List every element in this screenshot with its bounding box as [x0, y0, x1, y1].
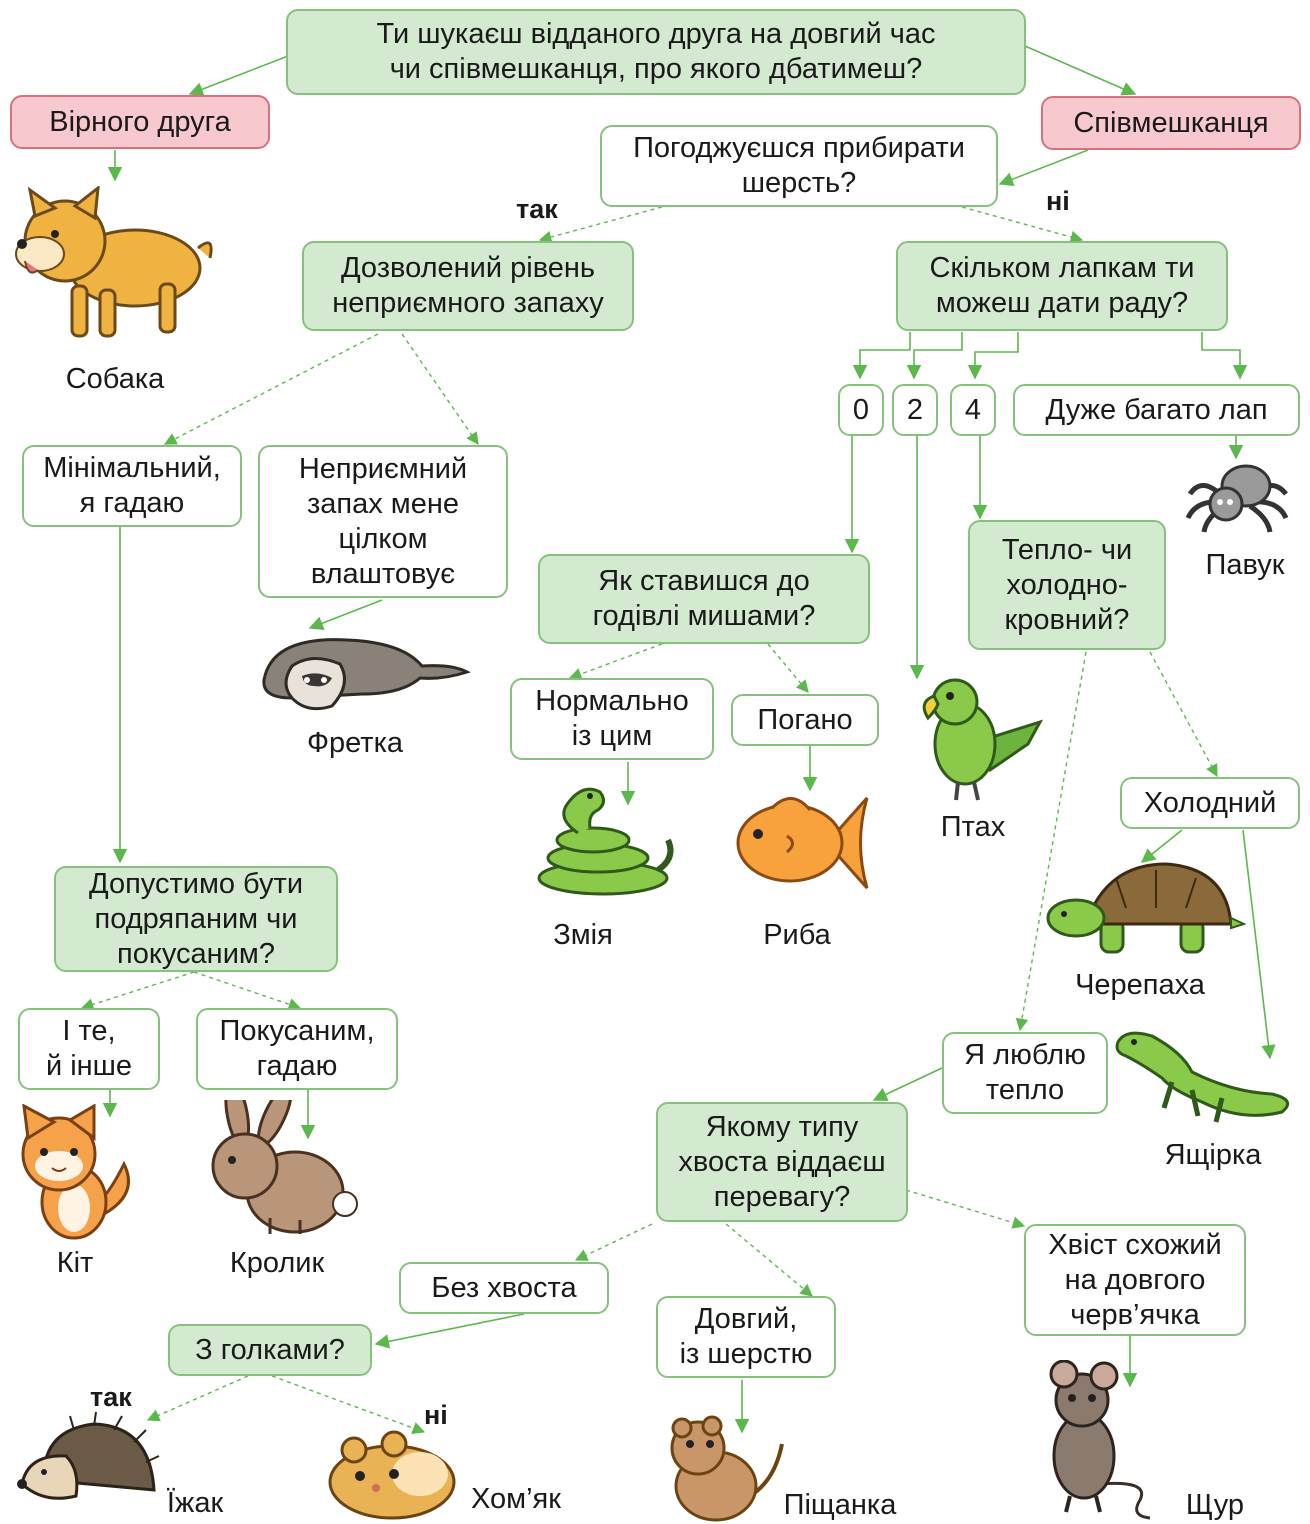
spider-illustration [1185, 464, 1289, 533]
arrow-smell-ferret [308, 599, 383, 631]
hamster-label: Хом’як [471, 1483, 561, 1515]
arrow-spikes-no [271, 1375, 426, 1434]
lizard-illustration [1115, 1031, 1290, 1123]
cold-answer: Холодний [1120, 777, 1300, 829]
ferret-illustration [262, 638, 471, 711]
arrow-scratch-bitten [193, 971, 302, 1011]
turtle-label: Черепаха [1075, 969, 1205, 1001]
hamster-illustration [328, 1430, 456, 1520]
dog-illustration [15, 186, 213, 338]
arrow-fur-smell [538, 206, 663, 244]
root-question: Ти шукаєш відданого друга на довгий час … [286, 9, 1026, 95]
blood-question: Тепло- чи холодно- кровний? [968, 520, 1166, 650]
arrow-legs-4 [967, 332, 1019, 380]
fish-illustration [736, 797, 869, 889]
legs-2-answer: 2 [892, 384, 938, 436]
minimal-answer: Мінімальний, я гадаю [22, 445, 242, 527]
ferret-label: Фретка [306, 727, 404, 759]
no-label-spikes: ні [424, 1400, 448, 1430]
spikes-question: З голками? [168, 1324, 372, 1376]
warm-answer: Я люблю тепло [942, 1032, 1108, 1114]
arrow-root-roommate [1024, 45, 1137, 96]
gerbil-illustration [670, 1415, 784, 1522]
rat-label: Щур [1185, 1489, 1245, 1521]
bitten-answer: Покусаним, гадаю [196, 1008, 398, 1090]
mice-ok-answer: Нормально із цим [510, 678, 714, 760]
yes-label-spikes: так [90, 1382, 132, 1412]
snake-label: Змія [553, 919, 613, 951]
worm-tail-answer: Хвіст схожий на довгого черв’ячка [1024, 1224, 1246, 1336]
fur-question: Погоджуєшся прибирати шерсть? [600, 125, 998, 207]
arrow-roommate-fur [998, 149, 1089, 187]
arrow-legs-many [1201, 332, 1248, 380]
scratch-question: Допустимо бути подряпаним чи покусаним? [54, 866, 338, 972]
smell-ok-answer: Неприємний запах мене цілком влаштовує [258, 445, 508, 598]
no-tail-answer: Без хвоста [399, 1262, 609, 1314]
arrow-smell-minimal [163, 333, 379, 445]
friend-answer: Вірного друга [10, 95, 270, 149]
arrow-tail-longfur [725, 1223, 813, 1297]
tail-question: Якому типу хвоста віддаєш перевагу? [656, 1102, 908, 1222]
long-fur-tail-answer: Довгий, із шерстю [656, 1296, 836, 1378]
mice-question: Як ставишся до годівлі мишами? [538, 554, 870, 644]
spider-label: Павук [1205, 549, 1285, 581]
arrow-cold-lizard [1242, 829, 1276, 1060]
arrow-tail-notail [574, 1223, 653, 1261]
arrow-warm-tail [872, 1067, 943, 1101]
fish-label: Риба [763, 919, 831, 951]
hedgehog-label: Їжак [166, 1487, 224, 1519]
bird-illustration [922, 678, 1044, 801]
mice-bad-answer: Погано [731, 694, 879, 746]
yes-label-fur: так [516, 194, 558, 224]
rat-illustration [1049, 1360, 1151, 1520]
arrow-mice-bad [767, 643, 809, 693]
cat-label: Кіт [56, 1247, 94, 1279]
arrow-scratch-both [80, 971, 195, 1011]
dog-label: Собака [65, 363, 165, 395]
bird-label: Птах [940, 811, 1006, 843]
arrow-cold-turtle [1140, 829, 1183, 863]
rabbit-illustration [211, 1100, 358, 1234]
arrow-mice-ok [568, 643, 663, 680]
cat-illustration [21, 1104, 130, 1240]
turtle-illustration [1046, 862, 1246, 954]
legs-many-answer: Дуже багато лап [1013, 384, 1300, 436]
both-answer: І те, й інше [18, 1008, 160, 1090]
rabbit-label: Кролик [229, 1247, 325, 1279]
arrow-root-friend [188, 55, 289, 97]
snake-illustration [537, 787, 674, 896]
arrow-blood-cold [1149, 651, 1218, 778]
arrow-smell-ok [401, 333, 479, 446]
arrow-notail-spikes [374, 1313, 525, 1349]
smell-question: Дозволений рівень неприємного запаху [302, 241, 634, 331]
hedgehog-illustration [17, 1411, 160, 1500]
gerbil-label: Піщанка [783, 1489, 897, 1521]
arrow-legs-0 [852, 332, 911, 380]
arrow-legs-2 [906, 332, 963, 380]
roommate-answer: Співмешканця [1041, 96, 1301, 150]
arrow-spikes-yes [146, 1375, 249, 1422]
legs-question: Скільком лапкам ти можеш дати раду? [896, 241, 1228, 331]
legs-4-answer: 4 [950, 384, 996, 436]
no-label-fur: ні [1046, 186, 1070, 216]
arrow-tail-worm [905, 1189, 1026, 1229]
legs-0-answer: 0 [838, 384, 884, 436]
lizard-label: Ящірка [1164, 1139, 1262, 1171]
